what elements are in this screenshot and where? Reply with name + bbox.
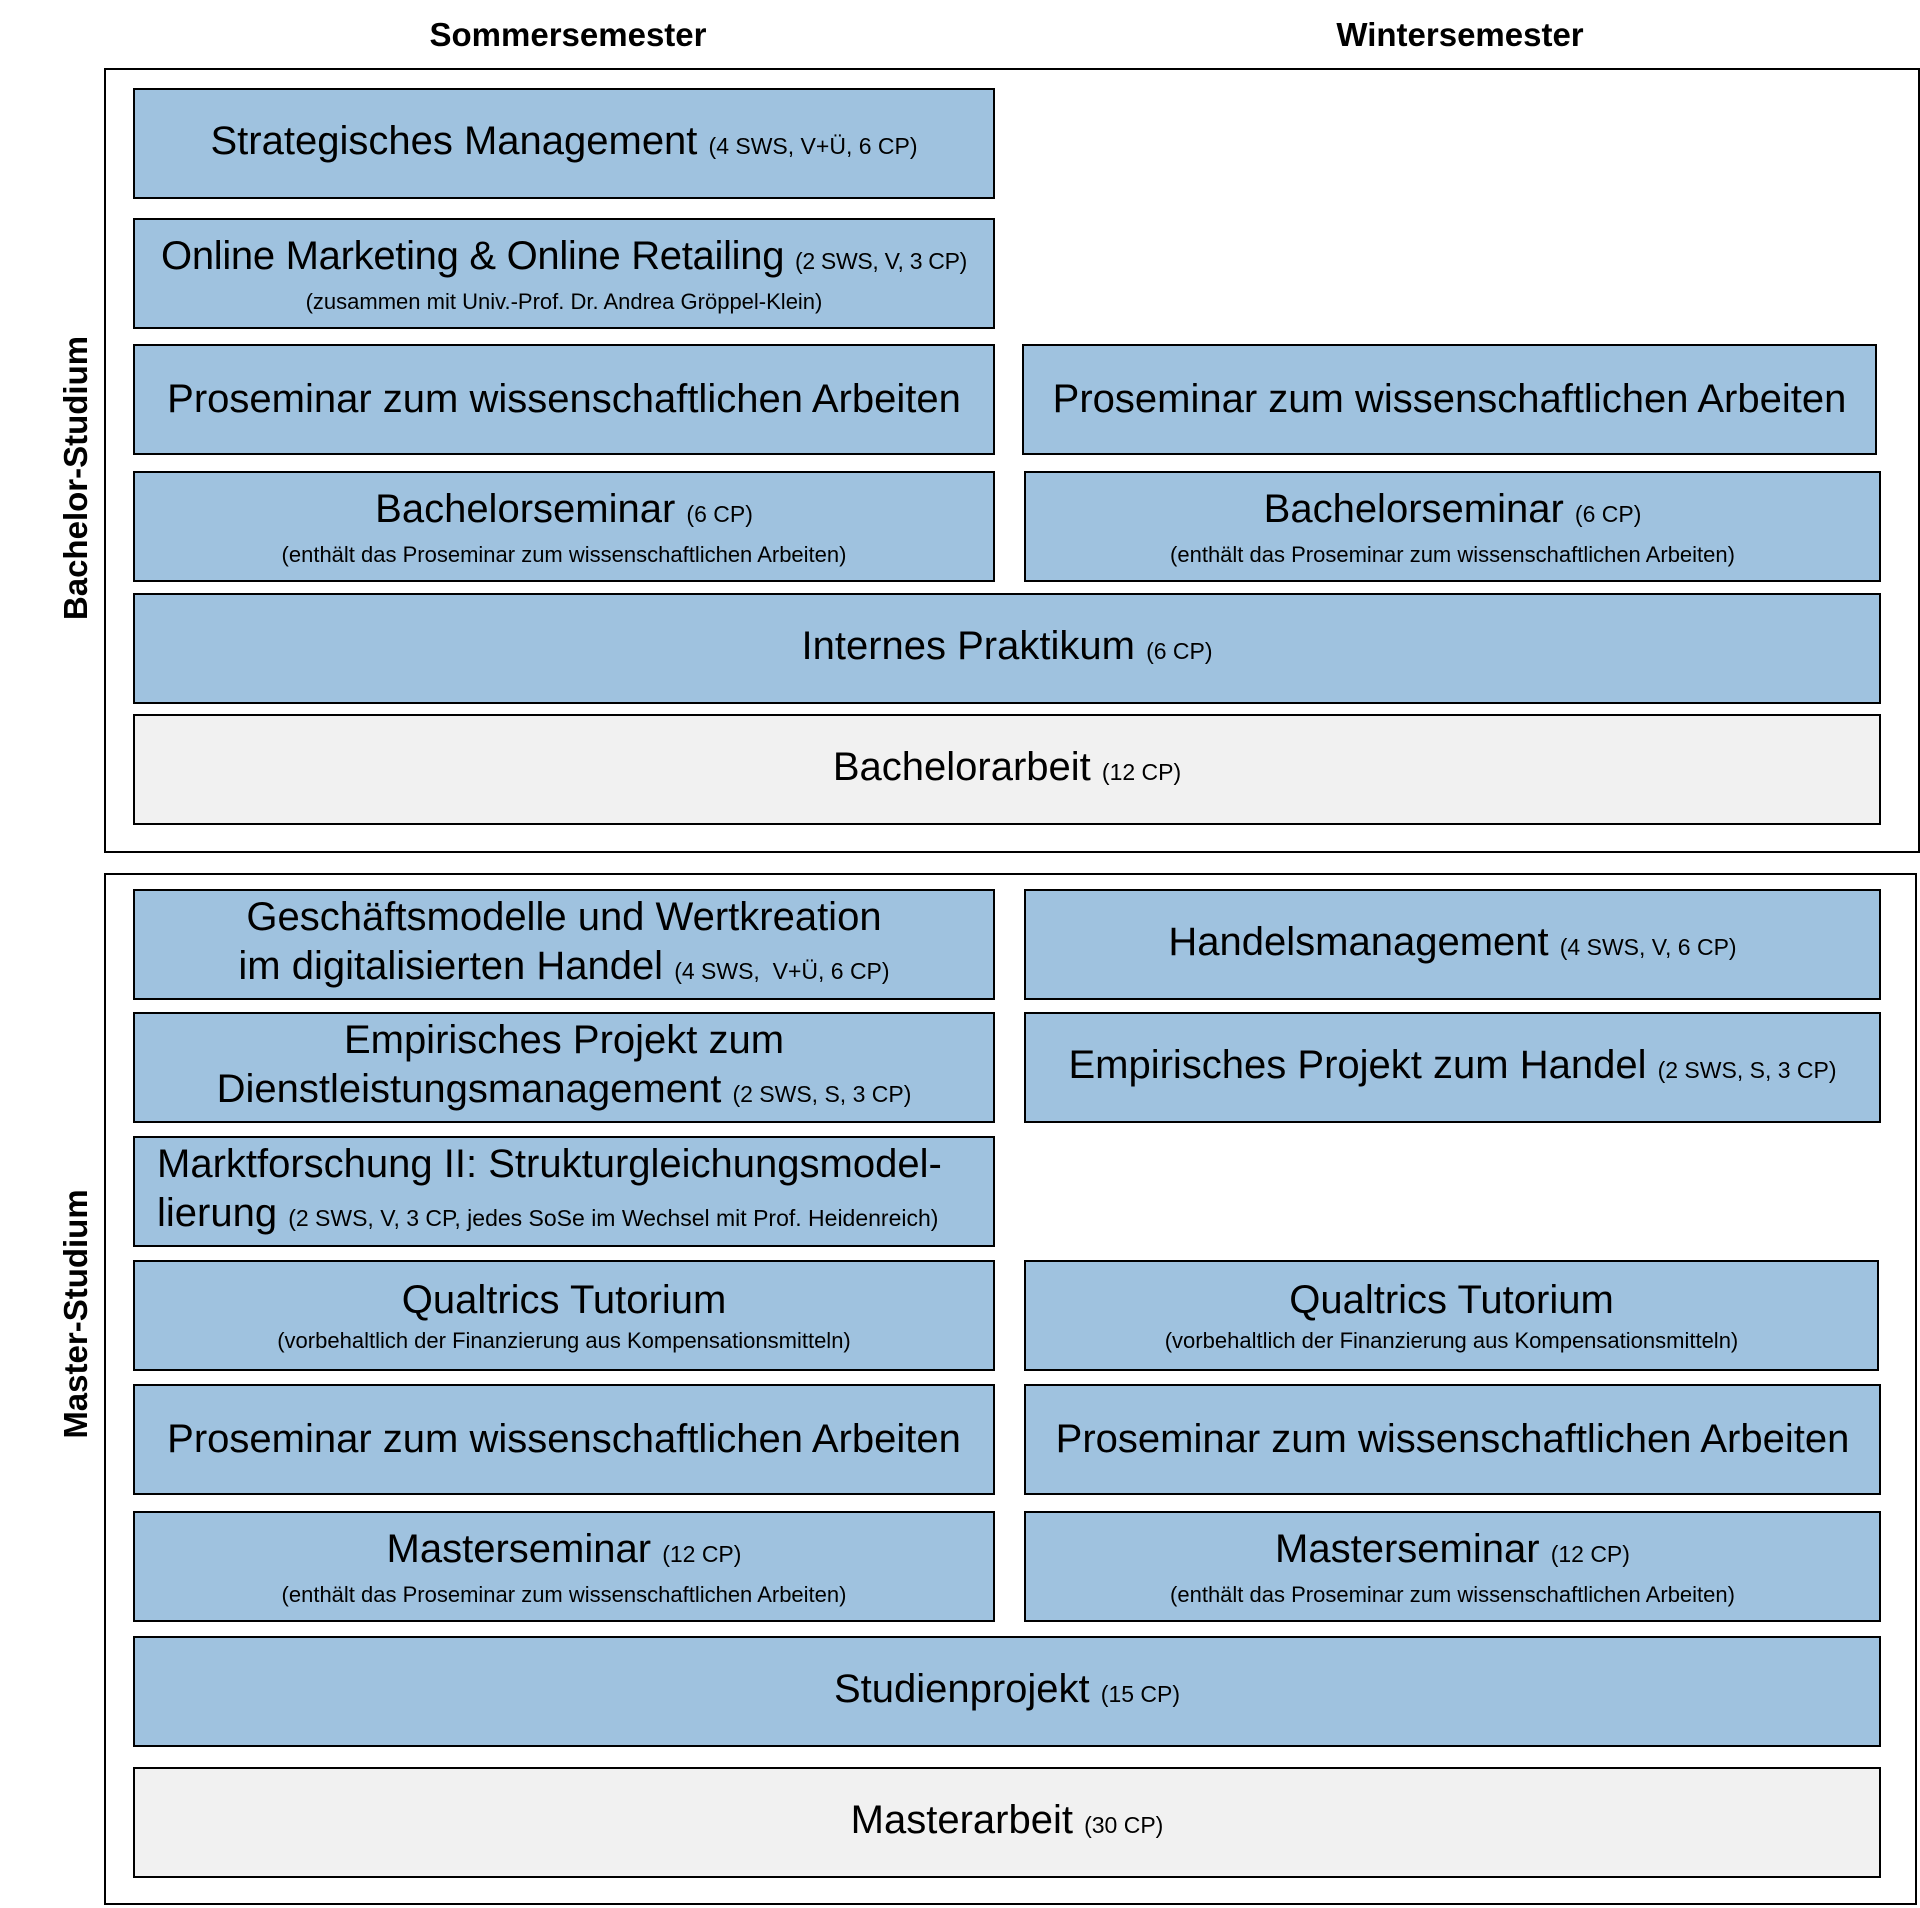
course-detail: (2 SWS, S, 3 CP) <box>732 1081 912 1107</box>
course-detail: (15 CP) <box>1100 1680 1181 1707</box>
course-note: (enthält das Proseminar zum wissenschaft… <box>281 541 847 567</box>
course-title-line: Bachelorseminar (6 CP) <box>375 485 753 539</box>
course-title: Bachelorarbeit <box>832 744 1091 789</box>
course-title: Empirisches Projekt zum Handel <box>1068 1042 1647 1087</box>
bachelor-proseminar-summer-box: Proseminar zum wissenschaftlichen Arbeit… <box>133 344 995 455</box>
course-note: (vorbehaltlich der Finanzierung aus Komp… <box>1164 1328 1739 1353</box>
internes-praktikum-box: Internes Praktikum (6 CP) <box>133 593 1881 704</box>
course-detail: (12 CP) <box>1101 758 1182 785</box>
course-detail: (4 SWS, V+Ü, 6 CP) <box>708 132 918 159</box>
course-title-line: Bachelorarbeit (12 CP) <box>833 743 1181 797</box>
course-title-line: Handelsmanagement (4 SWS, V, 6 CP) <box>1168 918 1736 972</box>
handelsmanagement-box: Handelsmanagement (4 SWS, V, 6 CP) <box>1024 889 1881 1000</box>
course-title: Dienstleistungsmanagement <box>216 1067 722 1111</box>
course-detail: (30 CP) <box>1084 1811 1164 1838</box>
course-title-line: Bachelorseminar (6 CP) <box>1264 485 1642 539</box>
course-title: Proseminar zum wissenschaftlichen Arbeit… <box>167 1417 961 1461</box>
qualtrics-winter-box: Qualtrics Tutorium (vorbehaltlich der Fi… <box>1024 1260 1879 1371</box>
qualtrics-summer-box: Qualtrics Tutorium (vorbehaltlich der Fi… <box>133 1260 995 1371</box>
course-title: im digitalisierten Handel <box>238 944 664 988</box>
course-detail: (2 SWS, S, 3 CP) <box>1657 1056 1837 1083</box>
course-title-line: Internes Praktikum (6 CP) <box>801 622 1212 676</box>
course-title: Masterseminar <box>386 1526 652 1571</box>
course-title: Studienprojekt <box>833 1666 1090 1711</box>
course-title: Online Marketing & Online Retailing <box>161 233 785 278</box>
course-detail: (4 SWS, V+Ü, 6 CP) <box>674 958 890 984</box>
course-note: (enthält das Proseminar zum wissenschaft… <box>1170 1581 1735 1607</box>
course-detail: (12 CP) <box>662 1540 742 1567</box>
course-detail: (2 SWS, V, 3 CP, jedes SoSe im Wechsel m… <box>288 1205 939 1231</box>
course-detail: (6 CP) <box>1574 500 1642 527</box>
course-title: Bachelorseminar <box>375 486 676 531</box>
master-proseminar-winter-box: Proseminar zum wissenschaftlichen Arbeit… <box>1024 1384 1881 1495</box>
course-title: Qualtrics Tutorium <box>1289 1278 1614 1322</box>
masterseminar-summer-box: Masterseminar (12 CP) (enthält das Prose… <box>133 1511 995 1622</box>
course-title: Internes Praktikum <box>801 623 1135 668</box>
master-proseminar-summer-box: Proseminar zum wissenschaftlichen Arbeit… <box>133 1384 995 1495</box>
empirisches-projekt-dienstleistung-box: Empirisches Projekt zum Dienstleistungsm… <box>133 1012 995 1123</box>
masterarbeit-box: Masterarbeit (30 CP) <box>133 1767 1881 1878</box>
course-detail: (12 CP) <box>1550 1540 1630 1567</box>
bachelorseminar-winter-box: Bachelorseminar (6 CP) (enthält das Pros… <box>1024 471 1881 582</box>
studienprojekt-box: Studienprojekt (15 CP) <box>133 1636 1881 1747</box>
course-note: (enthält das Proseminar zum wissenschaft… <box>281 1581 847 1607</box>
course-title: Handelsmanagement <box>1168 919 1549 964</box>
course-title-line-2: Dienstleistungsmanagement (2 SWS, S, 3 C… <box>217 1065 912 1119</box>
course-title: Proseminar zum wissenschaftlichen Arbeit… <box>1055 1417 1850 1461</box>
course-title: Proseminar zum wissenschaftlichen Arbeit… <box>167 377 961 421</box>
master-section-label: Master-Studium <box>57 1189 94 1439</box>
empirisches-projekt-handel-box: Empirisches Projekt zum Handel (2 SWS, S… <box>1024 1012 1881 1123</box>
bachelorarbeit-box: Bachelorarbeit (12 CP) <box>133 714 1881 825</box>
course-title-line: Masterseminar (12 CP) <box>1275 1525 1630 1579</box>
bachelor-section-label: Bachelor-Studium <box>57 335 94 621</box>
masterseminar-winter-box: Masterseminar (12 CP) (enthält das Prose… <box>1024 1511 1881 1622</box>
course-detail: (6 CP) <box>686 500 753 527</box>
course-title-line: Masterseminar (12 CP) <box>387 1525 742 1579</box>
course-title: Bachelorseminar <box>1263 486 1564 531</box>
course-title: lierung <box>157 1191 278 1235</box>
bachelor-proseminar-winter-box: Proseminar zum wissenschaftlichen Arbeit… <box>1022 344 1877 455</box>
course-title-line: Masterarbeit (30 CP) <box>851 1796 1164 1850</box>
course-title-line: Empirisches Projekt zum Handel (2 SWS, S… <box>1068 1041 1836 1095</box>
course-title-line-2: im digitalisierten Handel (4 SWS, V+Ü, 6… <box>238 942 889 996</box>
summer-semester-header: Sommersemester <box>429 16 707 53</box>
course-title-line-1: Geschäftsmodelle und Wertkreation <box>246 895 882 939</box>
course-title-line-1: Empirisches Projekt zum <box>343 1018 785 1062</box>
course-note: (zusammen mit Univ.-Prof. Dr. Andrea Grö… <box>305 288 823 314</box>
course-note: (vorbehaltlich der Finanzierung aus Komp… <box>277 1328 851 1353</box>
strategisches-management-box: Strategisches Management (4 SWS, V+Ü, 6 … <box>133 88 995 199</box>
course-title-line: Online Marketing & Online Retailing (2 S… <box>161 232 967 286</box>
course-title: Proseminar zum wissenschaftlichen Arbeit… <box>1052 377 1847 421</box>
course-title: Strategisches Management <box>210 118 698 163</box>
winter-semester-header: Wintersemester <box>1336 16 1584 53</box>
geschaeftsmodelle-box: Geschäftsmodelle und Wertkreation im dig… <box>133 889 995 1000</box>
course-detail: (2 SWS, V, 3 CP) <box>794 247 967 274</box>
course-title-line: Studienprojekt (15 CP) <box>834 1665 1180 1719</box>
course-title: Masterseminar <box>1275 1526 1540 1571</box>
bachelorseminar-summer-box: Bachelorseminar (6 CP) (enthält das Pros… <box>133 471 995 582</box>
online-marketing-box: Online Marketing & Online Retailing (2 S… <box>133 218 995 329</box>
course-title: Qualtrics Tutorium <box>401 1278 727 1322</box>
course-detail: (6 CP) <box>1146 637 1213 664</box>
course-title-line-1: Marktforschung II: Strukturgleichungsmod… <box>157 1142 942 1186</box>
course-title-line: Strategisches Management (4 SWS, V+Ü, 6 … <box>210 117 917 171</box>
course-detail: (4 SWS, V, 6 CP) <box>1559 933 1737 960</box>
course-title: Masterarbeit <box>850 1797 1073 1842</box>
course-note: (enthält das Proseminar zum wissenschaft… <box>1170 541 1735 567</box>
marktforschung-box: Marktforschung II: Strukturgleichungsmod… <box>133 1136 995 1247</box>
course-title-line-2: lierung (2 SWS, V, 3 CP, jedes SoSe im W… <box>157 1189 938 1243</box>
